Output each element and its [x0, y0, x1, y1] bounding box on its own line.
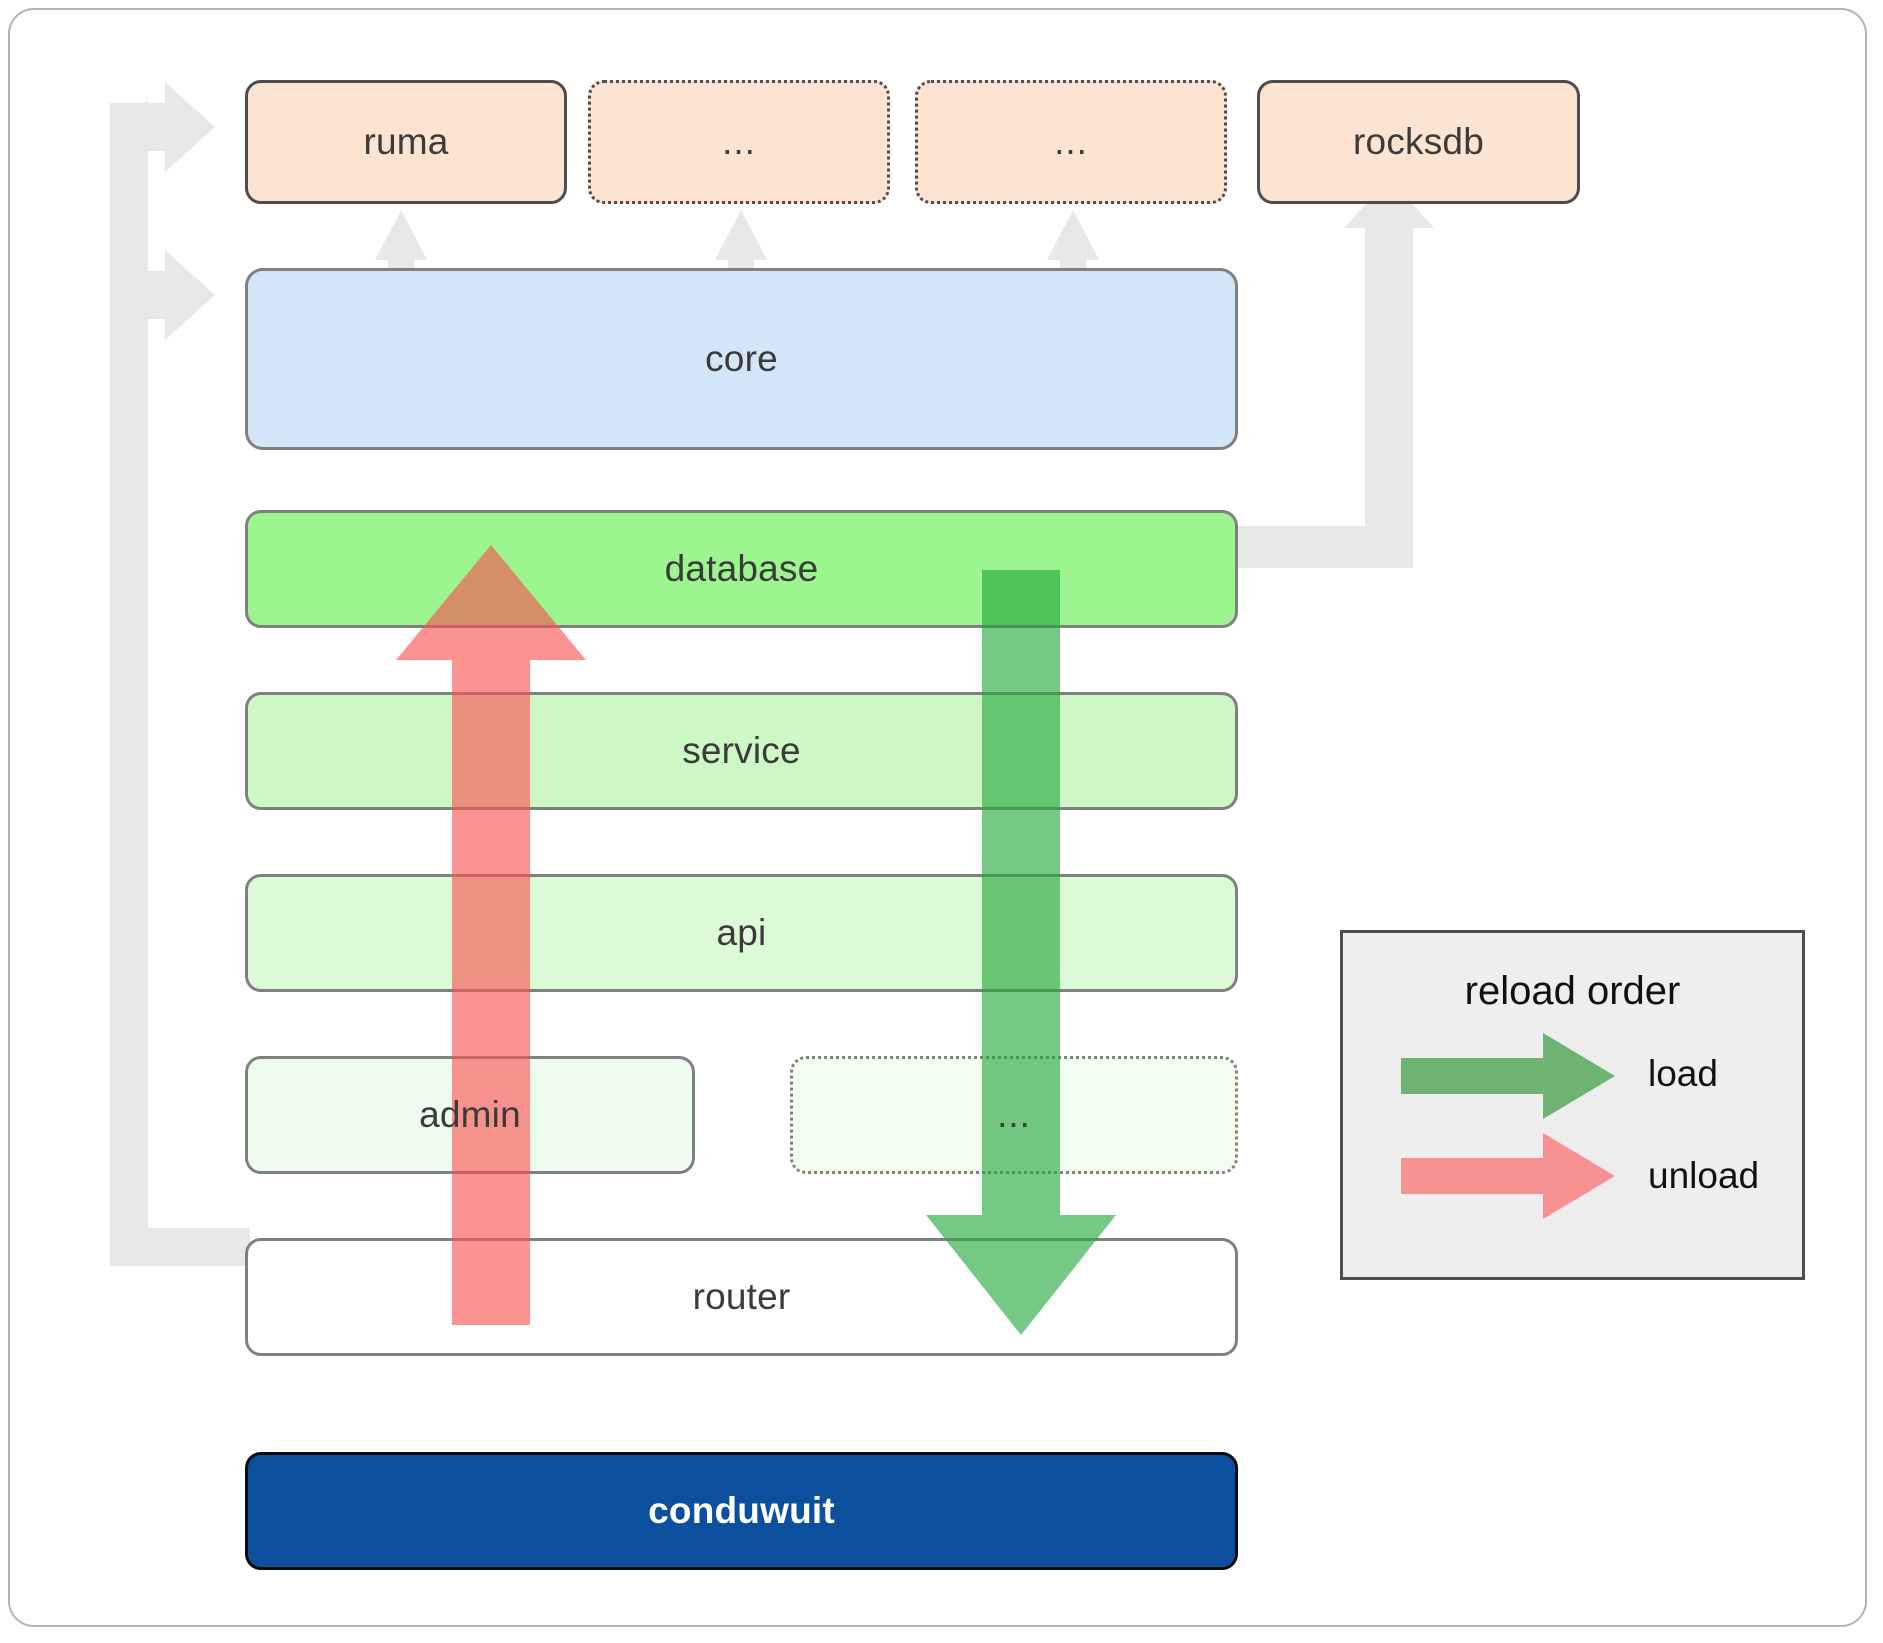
legend-arrows — [1401, 1033, 1615, 1219]
dependency-label-ellipsis-2: ... — [1054, 121, 1088, 163]
dependency-box-ruma[interactable]: ruma — [245, 80, 567, 204]
dependency-label-ellipsis-1: ... — [722, 121, 756, 163]
dependency-label-rocksdb: rocksdb — [1353, 121, 1484, 162]
legend-label-unload: unload — [1648, 1155, 1760, 1196]
layer-box-database[interactable]: database — [245, 510, 1238, 628]
legend-label-load: load — [1648, 1053, 1718, 1094]
layer-label-database: database — [664, 548, 819, 589]
layer-label-api: api — [716, 912, 767, 953]
dependency-box-ellipsis-2[interactable]: ... — [915, 80, 1227, 204]
dependency-box-ellipsis-1[interactable]: ... — [588, 80, 890, 204]
layer-box-api[interactable]: api — [245, 874, 1238, 992]
dependency-box-rocksdb[interactable]: rocksdb — [1257, 80, 1580, 204]
diagram-frame — [8, 8, 1867, 1627]
layer-box-admin[interactable]: admin — [245, 1056, 695, 1174]
layer-box-router[interactable]: router — [245, 1238, 1238, 1356]
layer-label-router: router — [692, 1276, 791, 1317]
legend-unload-arrow-icon — [1401, 1133, 1615, 1219]
legend-title: reload order — [1464, 969, 1681, 1013]
legend-panel: reload order load unload — [1340, 930, 1805, 1280]
layer-box-service[interactable]: service — [245, 692, 1238, 810]
layer-label-ellipsis: ... — [997, 1094, 1031, 1136]
core-box[interactable]: core — [245, 268, 1238, 450]
app-label-conduwuit: conduwuit — [648, 1490, 835, 1531]
layer-label-service: service — [682, 730, 801, 771]
layer-label-admin: admin — [419, 1094, 521, 1135]
dependency-label-ruma: ruma — [363, 121, 449, 162]
core-label: core — [705, 338, 778, 379]
app-box-conduwuit[interactable]: conduwuit — [245, 1452, 1238, 1570]
legend-load-arrow-icon — [1401, 1033, 1615, 1119]
layer-box-ellipsis[interactable]: ... — [790, 1056, 1238, 1174]
